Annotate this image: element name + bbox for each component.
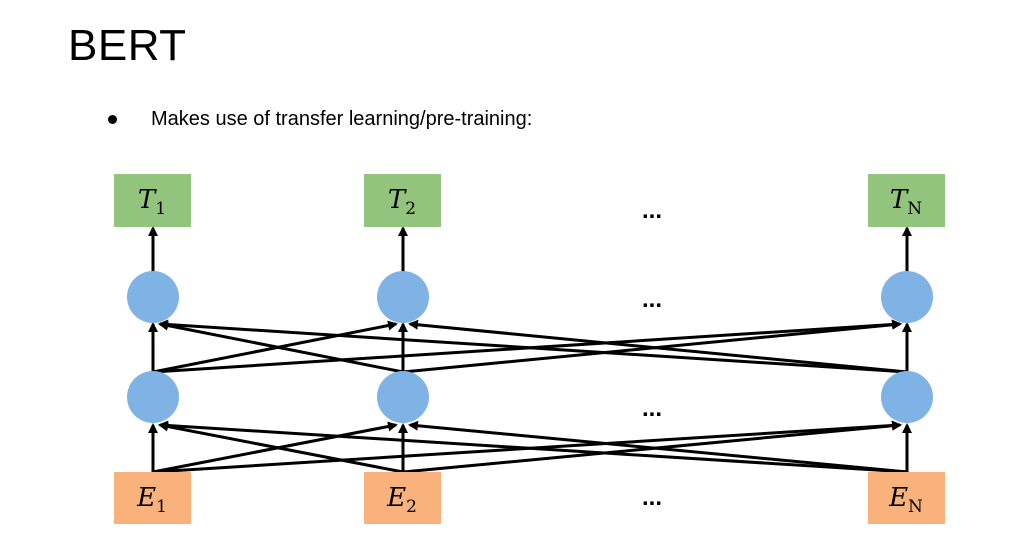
- ellipsis-layer1-row: ...: [642, 395, 662, 422]
- layer-1-nodes: [127, 371, 933, 423]
- layer-2-nodes: [127, 271, 933, 323]
- ellipsis-input-row: ...: [642, 484, 662, 511]
- output-box-tn: [868, 174, 945, 227]
- edges-input-to-layer1: [148, 420, 912, 474]
- output-box-t1: [114, 174, 191, 227]
- input-box-e2: [364, 472, 441, 524]
- input-label-en: EN: [888, 483, 923, 517]
- node: [881, 271, 933, 323]
- output-box-t2: [364, 174, 441, 227]
- output-label-t2: T2: [388, 185, 416, 219]
- node: [127, 371, 179, 423]
- bullet-dot: [108, 114, 117, 124]
- edge: [158, 320, 404, 374]
- node: [377, 371, 429, 423]
- node: [127, 271, 179, 323]
- slide-title: BERT: [68, 21, 187, 70]
- edges-layer1-to-layer2: [148, 319, 912, 374]
- edge: [158, 420, 908, 474]
- node: [881, 371, 933, 423]
- input-box-en: [868, 472, 945, 524]
- input-tokens: E1 E2 EN: [114, 472, 945, 524]
- edge: [408, 420, 908, 474]
- output-label-t1: T1: [138, 185, 166, 219]
- output-label-tn: TN: [890, 185, 922, 219]
- ellipsis-layer2-row: ...: [642, 286, 662, 313]
- edges-layer2-to-output: [148, 226, 912, 272]
- edge: [408, 319, 908, 374]
- ellipsis-output-row: ...: [642, 197, 662, 224]
- input-label-e2: E2: [386, 483, 417, 517]
- node: [377, 271, 429, 323]
- bullet-item: Makes use of transfer learning/pre-train…: [108, 104, 532, 134]
- bullet-text: Makes use of transfer learning/pre-train…: [151, 108, 533, 130]
- ellipses: ... ... ... ...: [642, 197, 662, 511]
- input-label-e1: E1: [136, 483, 167, 517]
- edge: [158, 421, 404, 474]
- output-tokens: T1 T2 TN: [114, 174, 945, 227]
- input-box-e1: [114, 472, 191, 524]
- edge: [158, 319, 908, 374]
